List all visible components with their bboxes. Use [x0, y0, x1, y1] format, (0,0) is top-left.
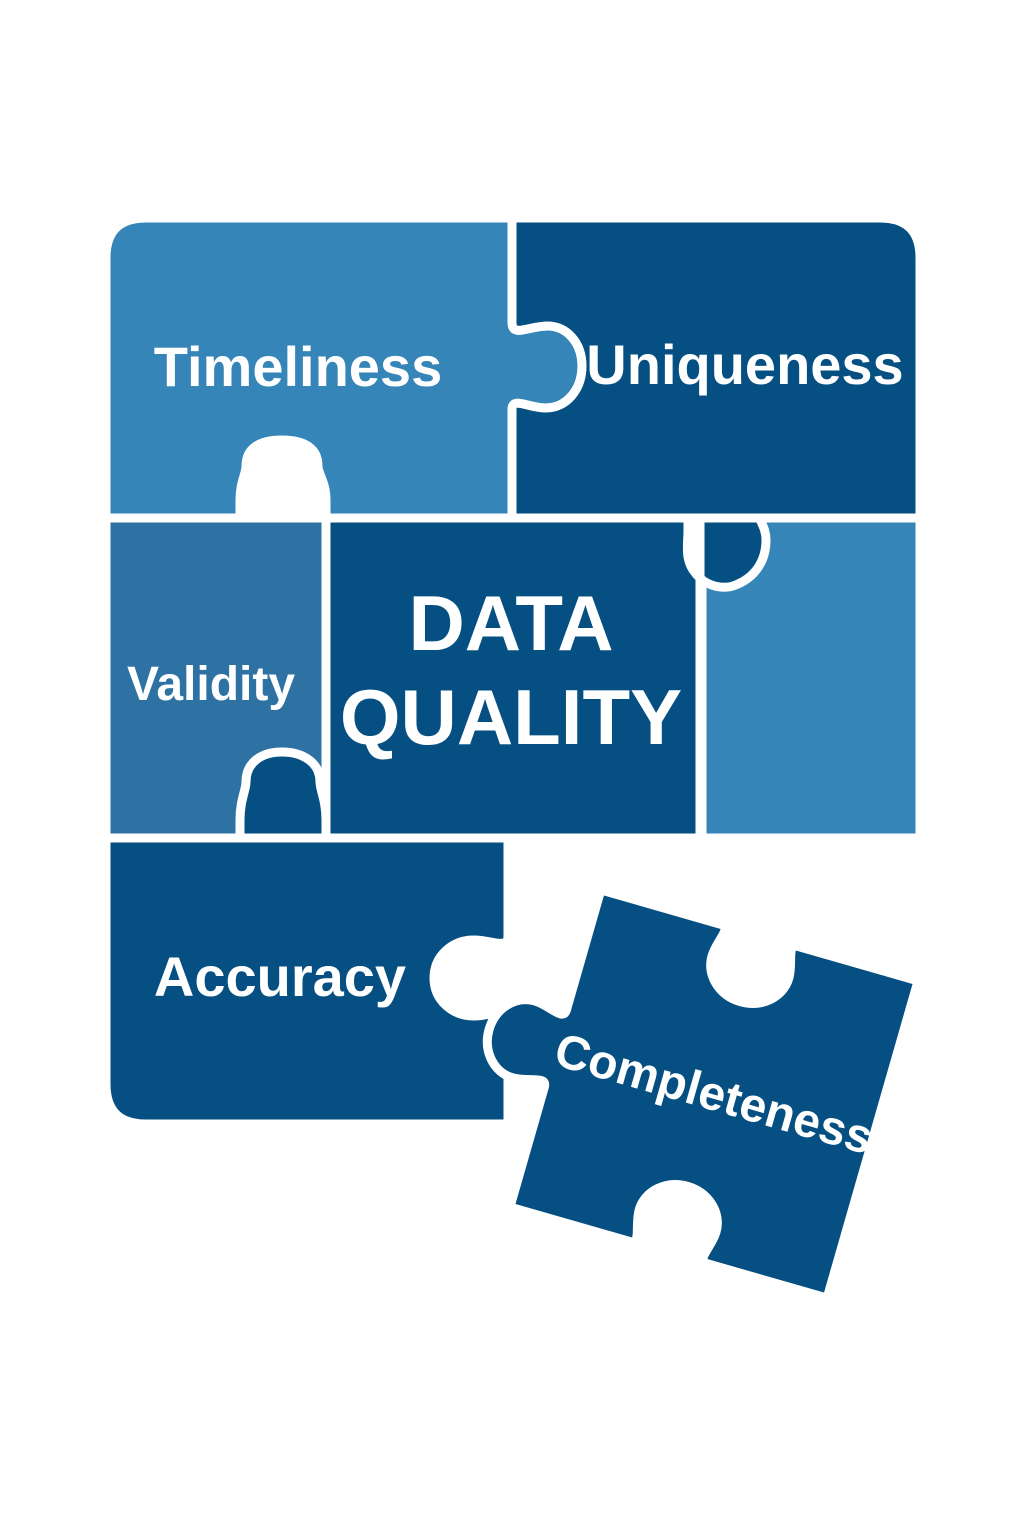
label-accuracy: Accuracy [154, 945, 406, 1008]
label-timeliness: Timeliness [154, 335, 442, 398]
label-data: DATA [408, 579, 613, 667]
label-validity: Validity [127, 658, 295, 711]
label-uniqueness: Uniqueness [586, 333, 903, 396]
puzzle-piece-completeness [482, 885, 923, 1303]
puzzle-piece-uniqueness [507, 213, 925, 523]
label-quality: QUALITY [340, 673, 682, 761]
puzzle-piece-center [235, 513, 771, 843]
puzzle-piece-accuracy [101, 833, 513, 1129]
